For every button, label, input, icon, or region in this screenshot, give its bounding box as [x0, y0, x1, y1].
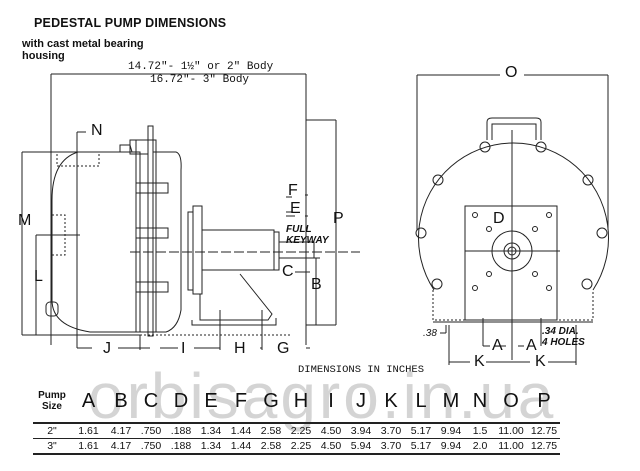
label-O: O: [505, 64, 518, 81]
pump-size-header: Pump Size: [38, 390, 66, 412]
front-view-dimension-lines: [440, 318, 577, 365]
table-cell: 5.17: [406, 422, 436, 439]
column-header: O: [503, 389, 519, 412]
table-cell: 5.17: [406, 438, 436, 455]
table-cell: 3.94: [346, 422, 376, 439]
table-cell: 2.25: [286, 438, 316, 455]
table-cell: 3.70: [376, 422, 406, 439]
column-header: G: [263, 389, 279, 412]
table-cell: 12.75: [528, 422, 560, 439]
side-view-dimension-lines: [21, 119, 337, 350]
table-row: 3" 1.61 4.17 .750 .188 1.34 1.44 2.58 2.…: [33, 438, 560, 455]
bolt-holes: [415, 141, 608, 290]
overall-length-3in-body: 16.72"- 3" Body: [150, 74, 250, 86]
table-cell: 4.50: [316, 438, 346, 455]
column-header: E: [204, 389, 218, 412]
label-A-right: A: [526, 337, 537, 354]
label-F: F: [288, 182, 298, 199]
table-cell: 1.34: [196, 438, 226, 455]
table-cell: 1.61: [71, 438, 106, 455]
front-view-pump: [415, 74, 609, 360]
column-header: F: [234, 389, 248, 412]
table-cell: 1.61: [71, 422, 106, 439]
pump-size-cell: 2": [33, 422, 71, 439]
table-cell: 2.0: [466, 438, 494, 455]
label-K-left: K: [474, 353, 485, 370]
table-cell: 11.00: [494, 422, 528, 439]
table-cell: 2.25: [286, 422, 316, 439]
table-cell: 4.50: [316, 422, 346, 439]
table-cell: 1.44: [226, 422, 256, 439]
label-I: I: [181, 340, 186, 357]
table-cell: 2.58: [256, 438, 286, 455]
label-N: N: [91, 122, 103, 139]
table-cell: 4.17: [106, 422, 136, 439]
label-P: P: [333, 210, 344, 227]
table-cell: 1.34: [196, 422, 226, 439]
pump-size-cell: 3": [33, 438, 71, 455]
table-cell: 9.94: [436, 422, 466, 439]
label-C: C: [282, 263, 294, 280]
table-cell: .750: [136, 438, 166, 455]
label-A-left: A: [492, 337, 503, 354]
column-header: A: [81, 389, 96, 412]
page-subtitle: with cast metal bearing housing: [22, 38, 144, 62]
side-view-pump-body: [45, 125, 290, 337]
side-view-pedestal: [130, 205, 360, 326]
holes-label-2: 4 HOLES: [542, 337, 585, 348]
label-K-right: K: [535, 353, 546, 370]
column-header: J: [356, 389, 366, 412]
table-cell: 4.17: [106, 438, 136, 455]
dimensions-table: Pump Size A B C D E F G H I J K L M N O …: [33, 380, 560, 455]
label-M: M: [18, 212, 32, 229]
label-J: J: [103, 340, 111, 357]
label-B: B: [311, 276, 322, 293]
full-keyway-label-1: FULL: [286, 224, 312, 235]
column-header: B: [114, 389, 128, 412]
label-L: L: [34, 268, 43, 285]
column-header: K: [384, 389, 398, 412]
table-cell: 5.94: [346, 438, 376, 455]
table-cell: 3.70: [376, 438, 406, 455]
overall-length-small-body: 14.72"- 1½" or 2" Body: [128, 61, 274, 73]
column-header: P: [537, 389, 551, 412]
column-header: H: [293, 389, 309, 412]
table-cell: .188: [166, 422, 196, 439]
dim-38-label: .38: [423, 328, 437, 339]
column-header: D: [173, 389, 189, 412]
table-cell: 11.00: [494, 438, 528, 455]
label-H: H: [234, 340, 246, 357]
table-header-row: Pump Size A B C D E F G H I J K L M N O …: [33, 380, 560, 423]
full-keyway-label-2: KEYWAY: [286, 235, 329, 246]
table-cell: 2.58: [256, 422, 286, 439]
table-cell: 9.94: [436, 438, 466, 455]
overall-length-dimension: [50, 73, 307, 345]
column-header: C: [143, 389, 159, 412]
column-header: I: [328, 389, 334, 412]
label-G: G: [277, 340, 290, 357]
label-E: E: [290, 200, 301, 217]
table-cell: .188: [166, 438, 196, 455]
table-cell: 1.44: [226, 438, 256, 455]
table-cell: 12.75: [528, 438, 560, 455]
table-cell: 1.5: [466, 422, 494, 439]
column-header: M: [442, 389, 460, 412]
label-D: D: [493, 210, 505, 227]
column-header: L: [415, 389, 427, 412]
page-title: PEDESTAL PUMP DIMENSIONS: [34, 16, 227, 30]
column-header: N: [472, 389, 488, 412]
holes-label-1: .34 DIA.: [542, 326, 579, 337]
table-row: 2" 1.61 4.17 .750 .188 1.34 1.44 2.58 2.…: [33, 422, 560, 439]
table-cell: .750: [136, 422, 166, 439]
table-heading: DIMENSIONS IN INCHES: [298, 364, 425, 376]
